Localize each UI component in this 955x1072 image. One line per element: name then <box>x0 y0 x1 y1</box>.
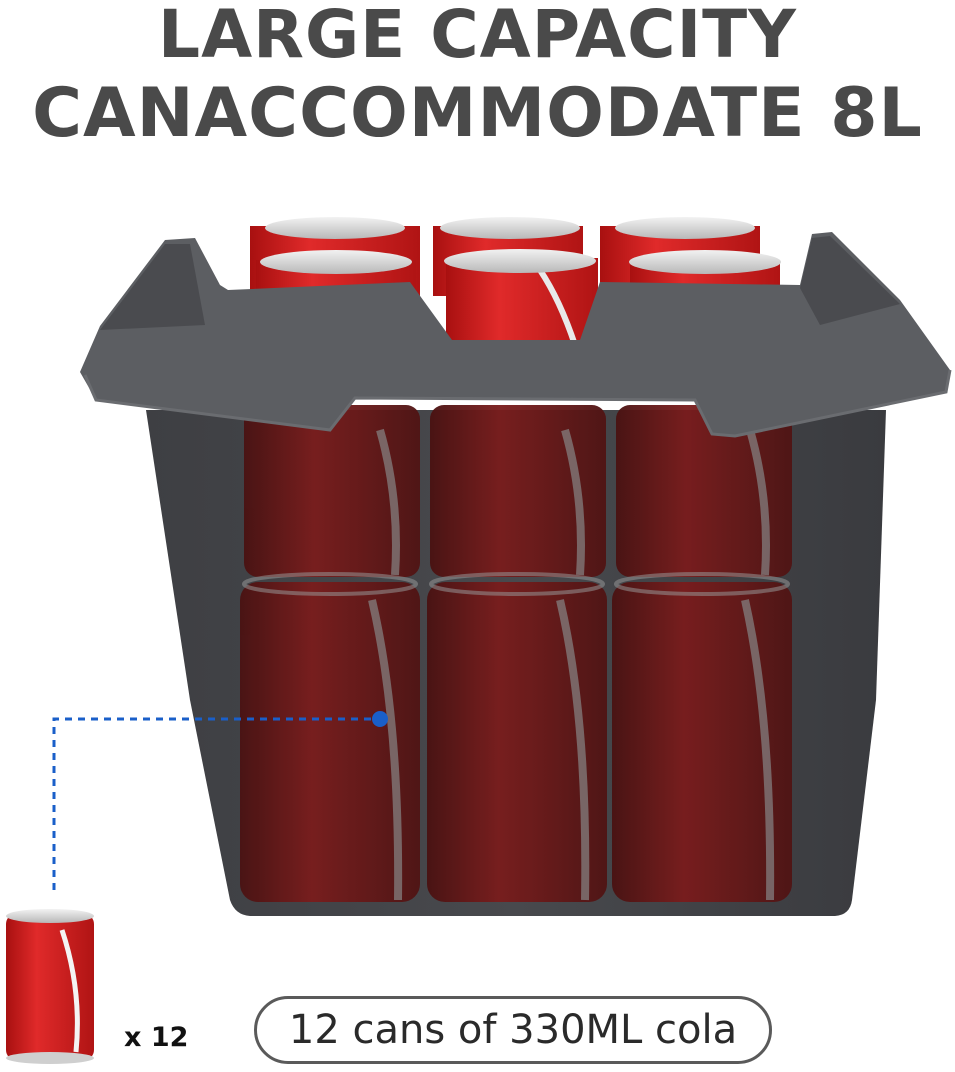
headline-line-2: CANACCOMMODATE 8L <box>32 74 923 153</box>
inner-cans <box>240 405 792 902</box>
cooler-lid <box>80 232 950 436</box>
headline-line-1: LARGE CAPACITY <box>158 0 797 73</box>
cola-can-icon <box>6 909 94 1064</box>
quantity-multiplier: x 12 <box>124 1022 189 1053</box>
dashed-connector <box>52 711 388 890</box>
capacity-caption-pill: 12 cans of 330ML cola <box>254 996 772 1064</box>
